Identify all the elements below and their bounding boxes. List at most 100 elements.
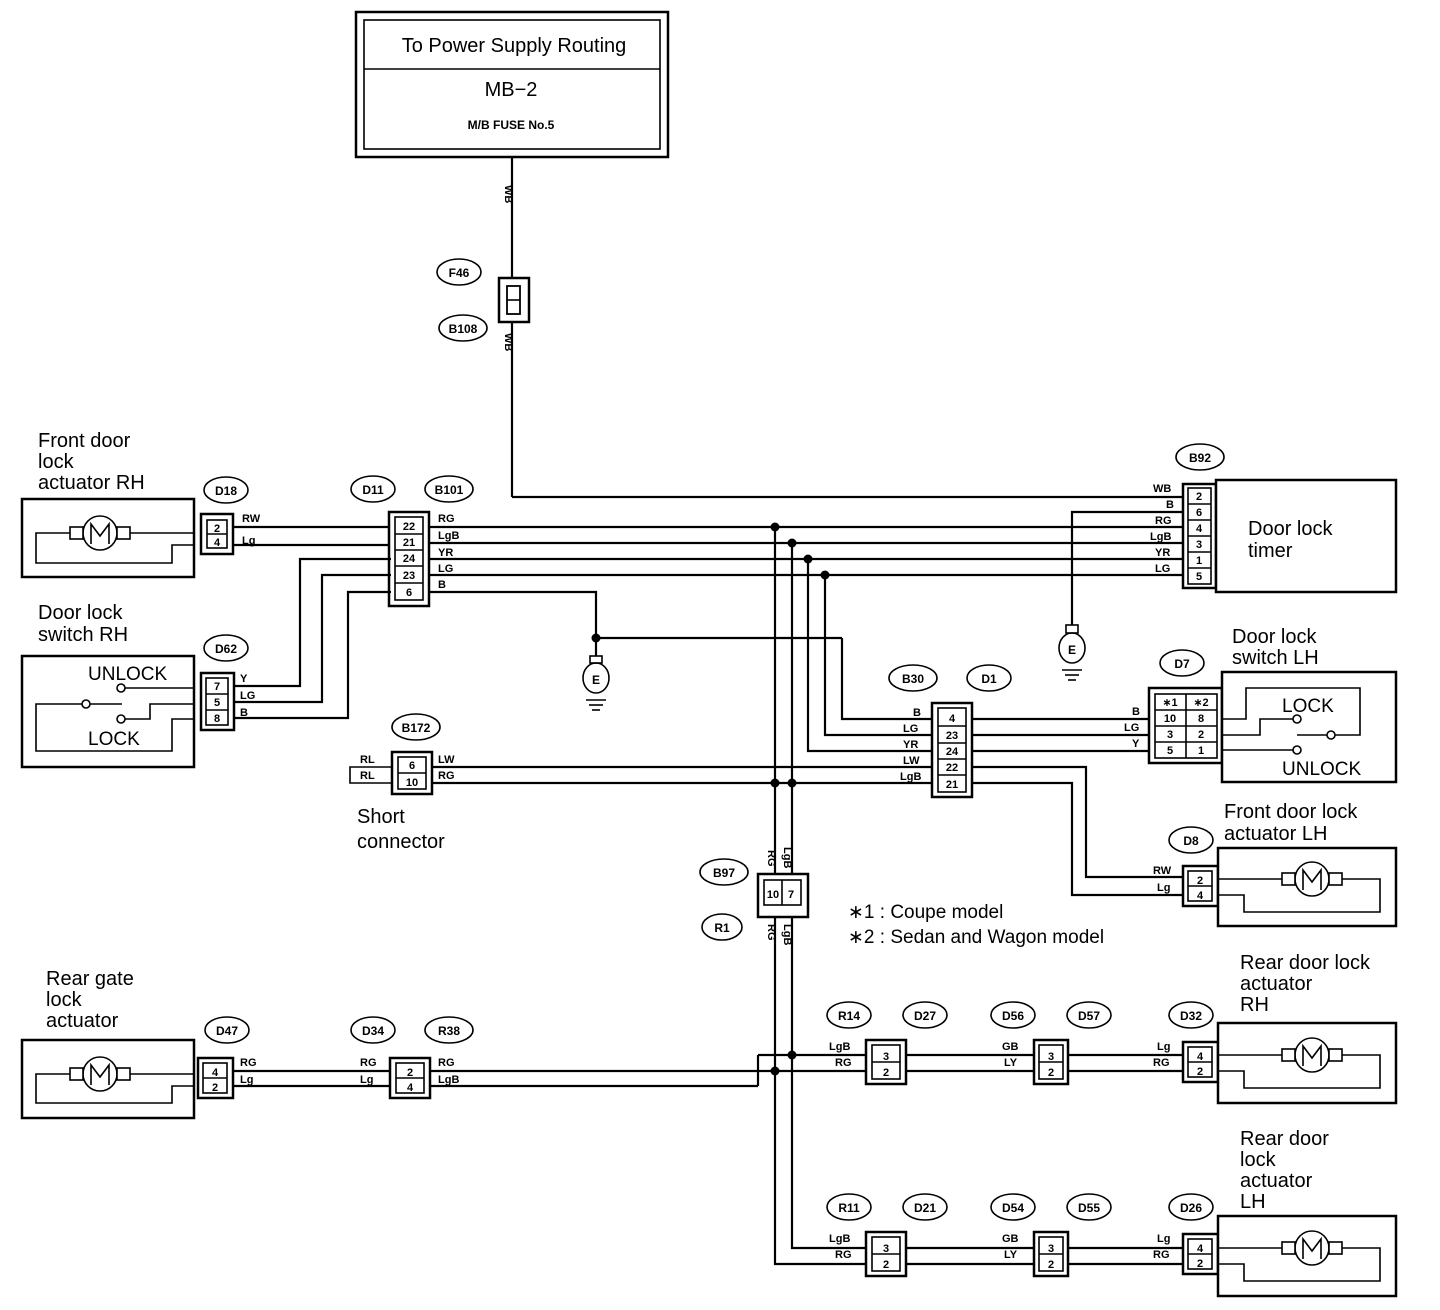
pin: 7 — [788, 889, 794, 901]
pin: 24 — [946, 746, 959, 758]
pin: 21 — [946, 779, 958, 791]
pin: ∗2 — [1193, 697, 1208, 709]
connector-f46-b108: F46 B108 — [436, 258, 531, 342]
component-label-line: switch RH — [38, 624, 128, 646]
connector-d54-d55: D54 D55 3 2 GB LY — [990, 1193, 1112, 1278]
front-door-lock-actuator-rh: Front door lock actuator RH — [20, 430, 196, 579]
ground-label: E — [1068, 643, 1076, 657]
wire-label: RG — [835, 1057, 852, 1069]
pin: 21 — [403, 537, 415, 549]
wire-label: LW — [903, 755, 920, 767]
component-label-line: Rear gate — [46, 968, 134, 990]
wire-label: LgB — [438, 530, 459, 542]
component-label-line: lock — [38, 451, 75, 473]
door-lock-switch-lh: LOCK UNLOCK — [1220, 670, 1398, 784]
pin: 22 — [946, 762, 958, 774]
wire-label: Lg — [240, 1074, 253, 1086]
pin: 4 — [212, 1067, 219, 1079]
wire-label: B — [913, 707, 921, 719]
connector-id-r14: R14 — [838, 1009, 860, 1023]
connector-d62: D62 7 5 8 Y LG B — [199, 634, 255, 732]
ground-symbol: E — [582, 638, 610, 711]
pin: 2 — [883, 1259, 889, 1271]
notes: ∗1 : Coupe model ∗2 : Sedan and Wagon mo… — [848, 902, 1104, 948]
component-label-line: lock — [1240, 1149, 1277, 1171]
component-label-line: lock — [46, 989, 83, 1011]
connector-b30-d1: B30 D1 4 23 24 22 21 B LG YR LW LgB — [888, 664, 1012, 799]
wire-label: GB — [1002, 1041, 1019, 1053]
pin: 8 — [1198, 713, 1204, 725]
connector-d11-b101: D11 B101 22 21 24 23 6 RG LgB YR LG B — [350, 475, 474, 608]
connector-id-d54: D54 — [1002, 1201, 1024, 1215]
pin: 3 — [1048, 1051, 1054, 1063]
component-label-line: LH — [1240, 1191, 1266, 1213]
component-label-line: Short — [357, 806, 405, 828]
wire-label: B — [1132, 706, 1140, 718]
rear-gate-lock-actuator: Rear gate lock actuator — [20, 968, 196, 1120]
component-label-line: Rear door lock — [1240, 952, 1371, 974]
wire-label: LG — [1124, 722, 1139, 734]
pin: 6 — [406, 587, 412, 599]
component-label-line: Door lock — [38, 602, 123, 624]
pin: 2 — [1198, 729, 1204, 741]
wire-label: YR — [903, 739, 918, 751]
connector-id-r11: R11 — [838, 1201, 860, 1215]
pin: 3 — [883, 1243, 889, 1255]
pin: 2 — [407, 1067, 413, 1079]
pin: 7 — [214, 681, 220, 693]
wire-label: LgB — [829, 1041, 850, 1053]
connector-id-r38: R38 — [438, 1024, 460, 1038]
pin: 6 — [1196, 507, 1202, 519]
wire-label: RG — [835, 1249, 852, 1261]
rear-door-lock-actuator-rh: Rear door lock actuator RH — [1216, 952, 1398, 1105]
wire-label: LY — [1004, 1057, 1018, 1069]
wire-label: RL — [360, 754, 375, 766]
switch-lock-label: LOCK — [1282, 696, 1334, 717]
connector-id-d57: D57 — [1078, 1009, 1100, 1023]
pin: 2 — [212, 1082, 218, 1094]
wire-label: LG — [1155, 563, 1170, 575]
connector-id-d47: D47 — [216, 1024, 238, 1038]
connector-r14-d27: R14 D27 3 2 LgB RG — [826, 1001, 948, 1086]
wire-label-wb: WB — [502, 333, 514, 351]
pin: 1 — [1198, 745, 1204, 757]
pin: 24 — [403, 553, 416, 565]
connector-id-d11: D11 — [362, 483, 384, 497]
pin: 10 — [1164, 713, 1176, 725]
bus-wires — [429, 510, 1183, 874]
connector-b172: B172 6 10 RL RL LW RG Short connector — [349, 713, 455, 853]
wire-label: B — [240, 707, 248, 719]
connector-id-d56: D56 — [1002, 1009, 1024, 1023]
wire-label: RG — [438, 1057, 455, 1069]
pin: 5 — [214, 697, 220, 709]
pin: 23 — [403, 570, 415, 582]
ground-symbol: E — [1058, 624, 1086, 681]
wire-label: RG — [240, 1057, 257, 1069]
component-label-line: actuator LH — [1224, 823, 1327, 845]
pin: 4 — [1197, 1051, 1204, 1063]
pin: 10 — [767, 889, 779, 901]
connector-id-d34: D34 — [362, 1024, 384, 1038]
switch-lock-label: LOCK — [88, 729, 140, 750]
pin: 6 — [409, 760, 415, 772]
pin: 2 — [1196, 491, 1202, 503]
power-supply-title: To Power Supply Routing — [402, 35, 627, 57]
power-wire: WB WB — [502, 157, 1183, 499]
wire-label: LG — [240, 690, 255, 702]
pin: 4 — [1197, 1243, 1204, 1255]
wire-label: LY — [1004, 1249, 1018, 1261]
pin: ∗1 — [1162, 697, 1177, 709]
wire-label: RG — [438, 513, 455, 525]
connector-id-b97: B97 — [713, 866, 735, 880]
wire-label: RW — [1153, 865, 1172, 877]
wire-label: Y — [1132, 738, 1140, 750]
connector-id-d18: D18 — [215, 484, 237, 498]
connector-d8: D8 2 4 RW Lg — [1153, 826, 1220, 908]
switch-unlock-label: UNLOCK — [88, 664, 168, 685]
component-label-line: actuator RH — [38, 472, 145, 494]
connector-id-b101: B101 — [435, 483, 464, 497]
connector-d26: D26 4 2 Lg RG — [1153, 1193, 1220, 1276]
connector-id-d26: D26 — [1180, 1201, 1202, 1215]
connector-d47: D47 4 2 RG Lg — [196, 1016, 257, 1100]
